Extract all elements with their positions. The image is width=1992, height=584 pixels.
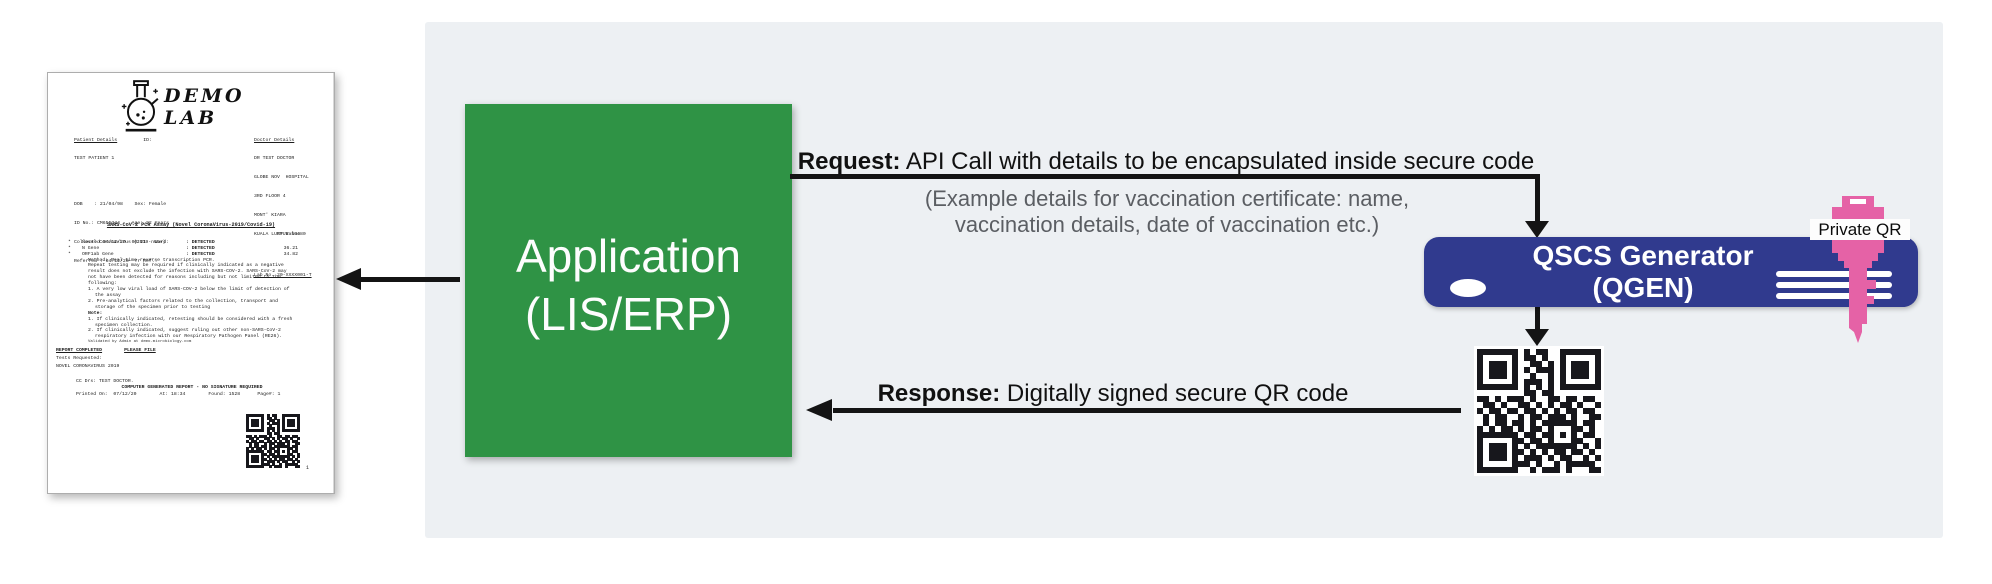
generator-subtitle: (QGEN) — [1592, 272, 1694, 303]
generator-title: QSCS Generator — [1532, 240, 1754, 271]
demo-lab-wordmark: DEMO LAB — [164, 85, 245, 129]
report-completed: REPORT COMPLETED — [56, 348, 103, 354]
qr-code-image — [246, 414, 300, 468]
report-body: SARS-CoV-2 PCR Assay (Novel CoronaVirus-… — [56, 222, 314, 370]
patient-row: DOB : 21/04/98 Sex: Female — [74, 201, 167, 207]
generator-label: QSCS Generator (QGEN) — [1424, 240, 1862, 304]
response-arrowhead-left — [806, 399, 832, 421]
disclaimer-item: 1. A very low viral load of SARS-COV-2 b… — [88, 287, 290, 298]
note-label: Note: — [88, 310, 103, 316]
response-label-bold: Response: — [877, 380, 1001, 407]
response-label-rest: Digitally signed secure QR code — [1000, 380, 1349, 407]
generator-arrowhead-down — [1525, 329, 1549, 346]
please-file: PLEASE FILE — [124, 348, 156, 354]
vent-line-icon — [1776, 293, 1892, 299]
note-item: 2. If clinically indicated, suggest ruli… — [88, 328, 283, 340]
application-label-line2: (LIS/ERP) — [524, 288, 733, 340]
request-example-text: (Example details for vaccination certifi… — [924, 186, 1410, 237]
patient-details-header: Patient Details — [74, 137, 118, 143]
generator-output-line — [1535, 306, 1540, 330]
doctor-details-header: Doctor Details — [254, 137, 295, 143]
qscs-generator-node: QSCS Generator (QGEN) — [1424, 237, 1918, 307]
document-qr-code — [245, 413, 301, 469]
request-arrow-elbow — [1535, 174, 1540, 222]
doctor-row: MONT' KIARA — [254, 213, 286, 219]
demo-lab-logo: DEMO LAB — [118, 79, 278, 137]
tests-requested-value: NOVEL CORONAVIRUS 2019 — [56, 363, 120, 369]
qr-code-image — [1477, 349, 1601, 473]
secure-qr-code — [1474, 346, 1604, 476]
output-arrow-line — [360, 277, 460, 282]
validated-line: Validated by Admin at demo.microbiology.… — [88, 340, 192, 345]
request-label-bold: Request: — [797, 148, 901, 175]
ct-value-header: CT Value — [276, 231, 300, 237]
doctor-details-column: Doctor Details DR TEST DOCTOR GLOBE NOV … — [254, 125, 312, 291]
patient-row: Collected 04/12/20 00:21 Ward: — [74, 239, 169, 245]
request-label: Request: API Call with details to be enc… — [796, 148, 1536, 176]
doctor-row: 3RD FLOOR 4 — [254, 194, 286, 200]
request-arrow-line — [790, 174, 1540, 179]
page-number: 1 — [306, 465, 310, 471]
assay-title: SARS-CoV-2 PCR Assay (Novel CoronaVirus-… — [106, 222, 276, 228]
vent-line-icon — [1776, 271, 1892, 277]
vent-line-icon — [1776, 282, 1892, 288]
note-item: 1. If clinically indicated, retesting sh… — [88, 316, 293, 328]
result-row: * ORF1ab Gene DETECTED 34.82 — [68, 252, 314, 258]
logo-line2: LAB — [164, 107, 218, 129]
generated-line: COMPUTER GENERATED REPORT - NO SIGNATURE… — [121, 385, 263, 391]
method-line: Method: Real time reverse transcription … — [88, 257, 215, 263]
result-row: * Novel Coronavirus (2019-nCov) DETECTED — [68, 240, 314, 246]
power-light-icon — [1450, 279, 1486, 297]
application-node: Application (LIS/ERP) — [465, 104, 792, 457]
request-arrowhead-down — [1525, 221, 1549, 238]
application-label-line1: Application — [515, 230, 742, 282]
flask-icon — [121, 80, 159, 132]
doctor-row: KUALA LUMPUR 50480 — [254, 232, 306, 238]
lab-number: Lab No. 20-XXXX001-T — [254, 272, 312, 278]
tests-requested-label: Tests Requested: — [56, 356, 103, 362]
doctor-row: GLOBE NOV HOSPITAL — [254, 175, 309, 181]
report-footer: CC Drs: TEST DOCTOR. COMPUTER GENERATED … — [76, 379, 308, 398]
disclaimer-paragraph: Repeat testing may be required if clinic… — [88, 263, 287, 287]
response-label: Response: Digitally signed secure QR cod… — [790, 380, 1436, 408]
result-row: * N Gene DETECTED 36.21 — [68, 246, 314, 252]
patient-name: TEST PATIENT 1 — [74, 156, 115, 162]
lab-report-document: DEMO LAB Patient Details ID: TEST PATIEN… — [47, 72, 335, 494]
response-arrow-line — [833, 408, 1461, 413]
doctor-row: DR TEST DOCTOR — [254, 156, 295, 162]
id-label: ID: — [143, 137, 152, 143]
request-label-rest: API Call with details to be encapsulated… — [900, 148, 1535, 175]
disclaimer-item: 2. Pre-analytical factors related to the… — [88, 298, 278, 310]
patient-details-column: Patient Details ID: TEST PATIENT 1 DOB :… — [74, 125, 169, 278]
cc-line: CC Drs: TEST DOCTOR. — [76, 379, 134, 384]
patient-row: ID No.: CM655344 Age: 22 Years — [74, 220, 169, 226]
patient-row: Referred : 04/12/20 Yr Ref.: — [74, 258, 158, 264]
report-status-line: REPORT COMPLETED PLEASE FILE — [56, 348, 314, 354]
logo-line1: DEMO — [164, 85, 245, 107]
output-arrowhead-left — [336, 268, 361, 290]
private-qr-label: Private QR — [1810, 219, 1910, 240]
printed-line: Printed On: 07/12/20 At: 18:34 Found: 15… — [76, 391, 281, 397]
